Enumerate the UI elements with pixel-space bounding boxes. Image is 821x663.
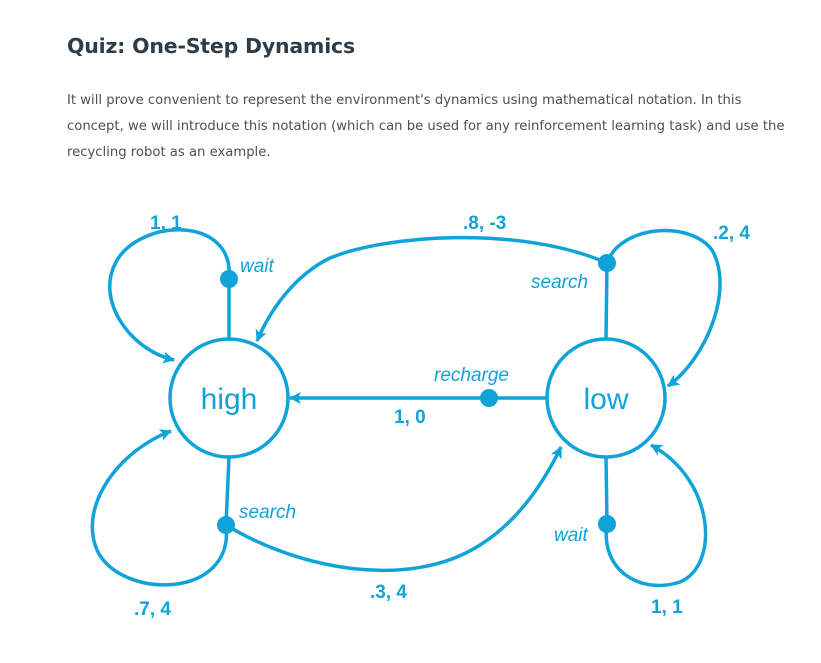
low-search-to-high-arrow (255, 235, 608, 342)
action-label-high-search: search (239, 502, 296, 523)
action-node-high-wait (220, 270, 238, 288)
state-high-label: high (201, 383, 258, 416)
low-search-edge (604, 262, 609, 340)
action-label-low-recharge: recharge (434, 365, 509, 386)
transition-label-high-wait: 1, 1 (150, 213, 182, 234)
transition-label-low-wait: 1, 1 (651, 597, 683, 618)
action-node-low-wait (598, 515, 616, 533)
low-search-to-low-arrow (605, 228, 722, 388)
low-wait-loop-arrow (604, 443, 708, 588)
action-node-high-search (217, 516, 235, 534)
state-low-label: low (583, 383, 628, 416)
action-node-low-recharge (480, 389, 498, 407)
high-search-to-low-arrow (225, 446, 563, 573)
intro-paragraph: It will prove convenient to represent th… (67, 93, 785, 160)
transition-label-low-search-to-low: .2, 4 (713, 223, 750, 244)
action-label-low-wait: wait (554, 525, 589, 546)
transition-label-low-search-to-high: .8, -3 (463, 213, 506, 234)
transition-label-high-search-to-low: .3, 4 (370, 582, 407, 603)
transition-label-low-recharge: 1, 0 (394, 407, 426, 428)
action-node-low-search (598, 254, 616, 272)
transition-label-high-search-to-high: .7, 4 (134, 599, 171, 620)
page-title: Quiz: One-Step Dynamics (67, 34, 355, 58)
high-search-edge (224, 456, 231, 526)
action-label-low-search: search (531, 272, 588, 293)
high-search-to-high-arrow (90, 429, 229, 587)
action-label-high-wait: wait (240, 256, 275, 277)
high-wait-loop-arrow (108, 228, 231, 364)
low-wait-edge (604, 456, 609, 525)
